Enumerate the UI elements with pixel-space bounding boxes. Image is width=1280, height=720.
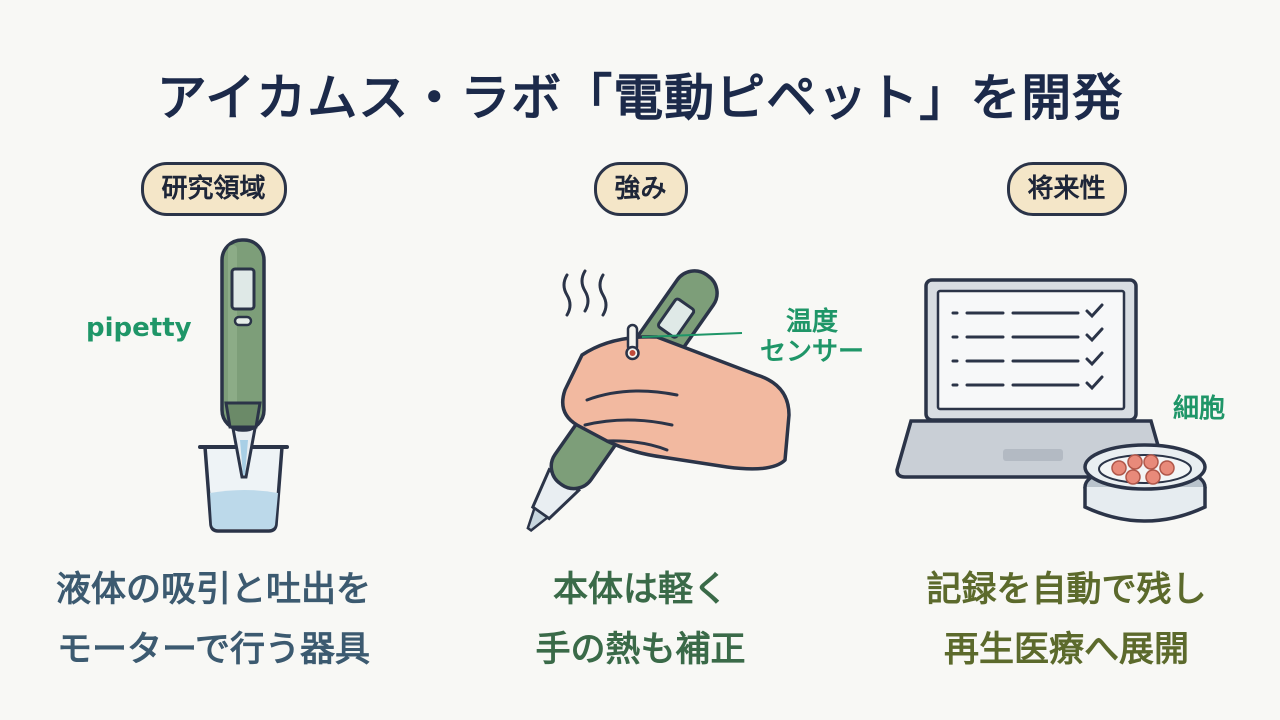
temperature-sensor-label: 温度 センサー bbox=[759, 307, 864, 367]
caption-strength: 本体は軽く 手の熱も補正 bbox=[535, 570, 746, 670]
thermometer-icon bbox=[625, 323, 640, 361]
beaker-icon bbox=[198, 445, 289, 533]
hand-pipette-illustration bbox=[427, 225, 854, 545]
pipette-illustration bbox=[0, 225, 427, 545]
cell-label: 細胞 bbox=[1173, 394, 1226, 424]
column-strength: 強み bbox=[427, 0, 864, 720]
heat-waves-icon bbox=[562, 269, 608, 317]
column-research-area: 研究領域 pipetty 液体の吸引と吐出を モーターで行う器具 bbox=[0, 0, 427, 720]
electric-pipette-icon bbox=[198, 238, 289, 533]
caption-research: 液体の吸引と吐出を モーターで行う器具 bbox=[55, 570, 371, 670]
petri-dish-icon bbox=[1083, 443, 1207, 523]
section-pill-research: 研究領域 bbox=[140, 162, 287, 216]
page-title: アイカムス・ラボ「電動ピペット」を開発 bbox=[156, 69, 1124, 127]
column-future: 将来性 bbox=[853, 0, 1280, 720]
caption-future: 記録を自動で残し 再生医療へ展開 bbox=[926, 570, 1207, 670]
product-name-label: pipetty bbox=[86, 313, 192, 343]
section-pill-strength: 強み bbox=[593, 162, 688, 216]
hand-holding-pipette-icon bbox=[526, 269, 791, 532]
laptop-illustration bbox=[853, 225, 1280, 545]
laptop-checklist-icon bbox=[895, 278, 1207, 523]
section-pill-future: 将来性 bbox=[1006, 162, 1127, 216]
